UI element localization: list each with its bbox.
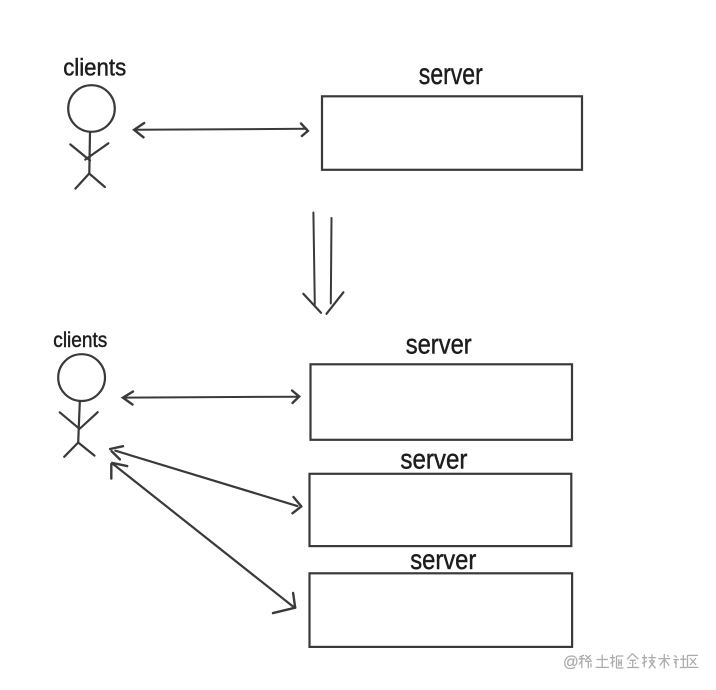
- svg-text:server: server: [419, 58, 483, 91]
- svg-text:server: server: [406, 328, 472, 359]
- svg-text:clients: clients: [63, 55, 126, 82]
- svg-text:clients: clients: [53, 329, 107, 352]
- svg-text:@: @: [563, 654, 579, 671]
- svg-text:server: server: [400, 444, 467, 475]
- svg-text:server: server: [410, 544, 476, 575]
